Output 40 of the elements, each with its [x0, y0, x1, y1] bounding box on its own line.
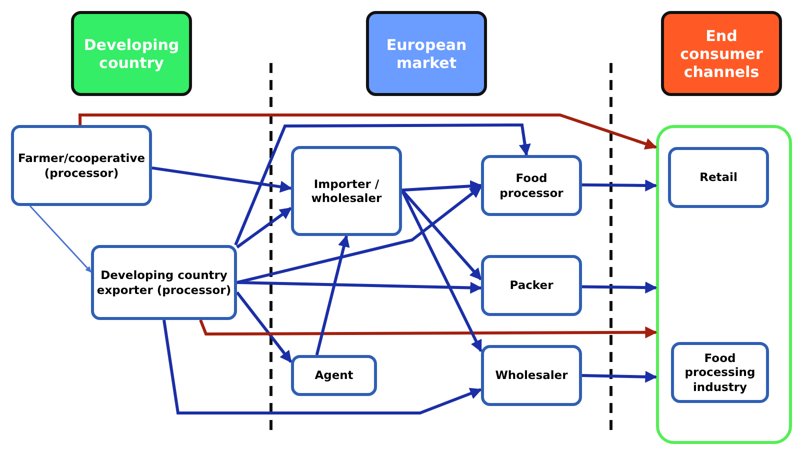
- process-box: [91, 245, 237, 320]
- node-label: Agent: [314, 368, 354, 383]
- region-header: [71, 11, 192, 96]
- arrow: [236, 186, 482, 284]
- process-box: [291, 146, 402, 236]
- node-label: Developing country exporter (processor): [96, 268, 232, 297]
- arrow: [402, 180, 482, 192]
- region-header: [661, 11, 782, 96]
- arrow: [236, 281, 482, 294]
- process-box: [481, 345, 582, 406]
- arrow: [582, 370, 658, 383]
- arrow: [236, 206, 292, 248]
- process-box: [668, 147, 769, 208]
- arrow: [199, 319, 658, 338]
- node-label: End consumer channels: [679, 26, 764, 80]
- process-box: [481, 255, 582, 316]
- process-box: [11, 125, 152, 206]
- process-box: [671, 342, 769, 403]
- arrow: [234, 124, 531, 246]
- node-label: European market: [385, 36, 468, 72]
- node-label: Importer / wholesaler: [310, 176, 383, 206]
- arrow: [315, 234, 350, 356]
- node-label: Retail: [700, 170, 738, 185]
- arrow: [236, 291, 292, 363]
- node-label: Packer: [510, 278, 554, 293]
- channel-group-box: [656, 125, 792, 444]
- arrow: [582, 282, 658, 294]
- process-box: [481, 155, 582, 216]
- arrow: [582, 180, 658, 192]
- arrow: [29, 206, 92, 272]
- region-header: [366, 11, 487, 96]
- node-label: Food processor: [498, 171, 564, 200]
- arrow: [78, 114, 658, 150]
- arrow: [152, 166, 292, 193]
- node-label: Developing country: [82, 36, 180, 72]
- arrow: [162, 320, 482, 414]
- node-label: Wholesaler: [495, 368, 568, 383]
- node-label: Food processing industry: [684, 350, 756, 394]
- process-box: [291, 355, 377, 396]
- node-label: Farmer/cooperative (processor): [16, 151, 146, 180]
